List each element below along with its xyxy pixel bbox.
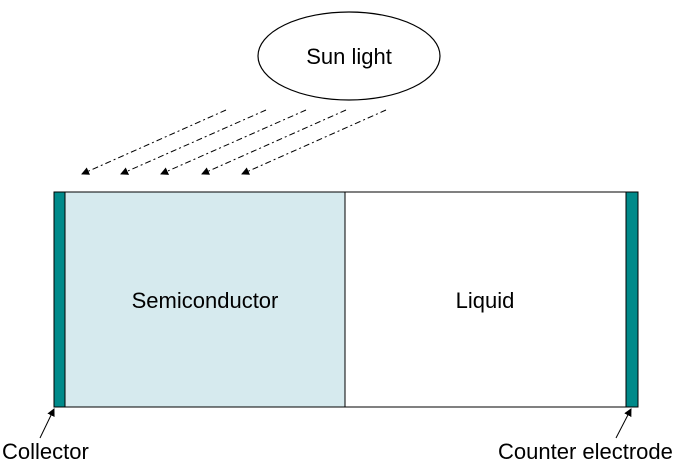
light-ray	[241, 109, 387, 175]
cell: Semiconductor Liquid	[53, 191, 639, 408]
collector-label: Collector	[2, 439, 89, 464]
collector-pointer	[39, 408, 55, 439]
liquid-label: Liquid	[456, 288, 515, 313]
counter-electrode-pointer	[615, 408, 632, 439]
light-rays	[81, 109, 387, 175]
light-ray	[120, 109, 267, 175]
semiconductor-region	[64, 191, 346, 408]
collector-electrode	[53, 191, 66, 408]
sun-ellipse	[257, 11, 441, 101]
sun-light: Sun light	[257, 11, 441, 101]
semiconductor-label: Semiconductor	[132, 288, 279, 313]
electrode-pointers	[39, 408, 632, 439]
counter-electrode	[625, 191, 639, 408]
counter-electrode-label: Counter electrode	[498, 439, 673, 464]
light-ray	[81, 109, 227, 175]
sun-light-label: Sun light	[306, 44, 392, 69]
light-ray	[160, 109, 307, 175]
light-ray	[201, 109, 347, 175]
liquid-region	[344, 191, 627, 408]
